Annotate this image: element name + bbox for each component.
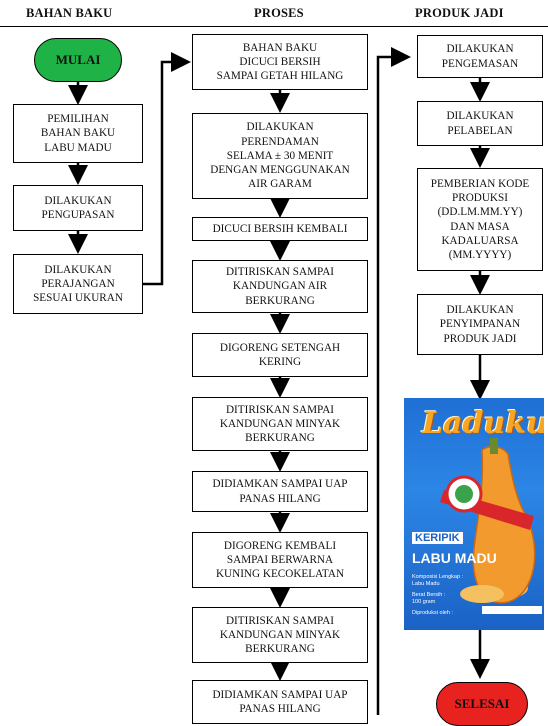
column-header-row: BAHAN BAKU PROSES PRODUK JADI [0,0,548,27]
package-brand: Laduku [422,406,544,441]
product-package-image: Laduku KERIPIK LABU MADU Komposisi Lengk… [404,398,544,630]
package-berat-value: 100 gram [412,599,436,605]
package-keripik: KERIPIK [412,532,463,544]
bahan-step-perajangan: DILAKUKAN PERAJANGAN SESUAI UKURAN [13,254,143,314]
proses-step-8: DIGORENG KEMBALI SAMPAI BERWARNA KUNING … [192,532,368,588]
proses-step-5: DIGORENG SETENGAH KERING [192,333,368,377]
package-komposisi-value: Labu Madu [412,581,440,587]
proses-step-2: DILAKUKAN PERENDAMAN SELAMA ± 30 MENIT D… [192,113,368,199]
header-bahan-baku: BAHAN BAKU [26,6,113,20]
package-produksi-label: Diproduksi oleh : [412,610,453,616]
produk-step-pengemasan: DILAKUKAN PENGEMASAN [417,35,543,78]
proses-step-9: DITIRISKAN SAMPAI KANDUNGAN MINYAK BERKU… [192,607,368,663]
pumpkin-shape [472,445,536,604]
bahan-step-pemilihan: PEMILIHAN BAHAN BAKU LABU MADU [13,104,143,163]
proses-step-3: DICUCI BERSIH KEMBALI [192,217,368,241]
package-labu-madu: LABU MADU [412,550,497,566]
produk-step-pelabelan: DILAKUKAN PELABELAN [417,101,543,146]
proses-step-7: DIDIAMKAN SAMPAI UAP PANAS HILANG [192,471,368,512]
proses-step-10: DIDIAMKAN SAMPAI UAP PANAS HILANG [192,680,368,724]
header-proses: PROSES [254,6,304,20]
proses-step-1: BAHAN BAKU DICUCI BERSIH SAMPAI GETAH HI… [192,34,368,90]
produk-step-penyimpanan: DILAKUKAN PENYIMPANAN PRODUK JADI [417,294,543,355]
package-komposisi-label: Komposisi Lengkap : [412,574,464,580]
end-terminal: SELESAI [436,682,528,726]
produk-step-kode-produksi: PEMBERIAN KODE PRODUKSI (DD.LM.MM.YY) DA… [417,168,543,271]
bahan-step-pengupasan: DILAKUKAN PENGUPASAN [13,185,143,231]
package-berat-label: Berat Bersih : [412,592,446,598]
proses-step-4: DITIRISKAN SAMPAI KANDUNGAN AIR BERKURAN… [192,260,368,313]
start-terminal: MULAI [34,38,122,82]
header-produk-jadi: PRODUK JADI [415,6,504,20]
proses-step-6: DITIRISKAN SAMPAI KANDUNGAN MINYAK BERKU… [192,397,368,451]
package-artwork [440,438,542,614]
